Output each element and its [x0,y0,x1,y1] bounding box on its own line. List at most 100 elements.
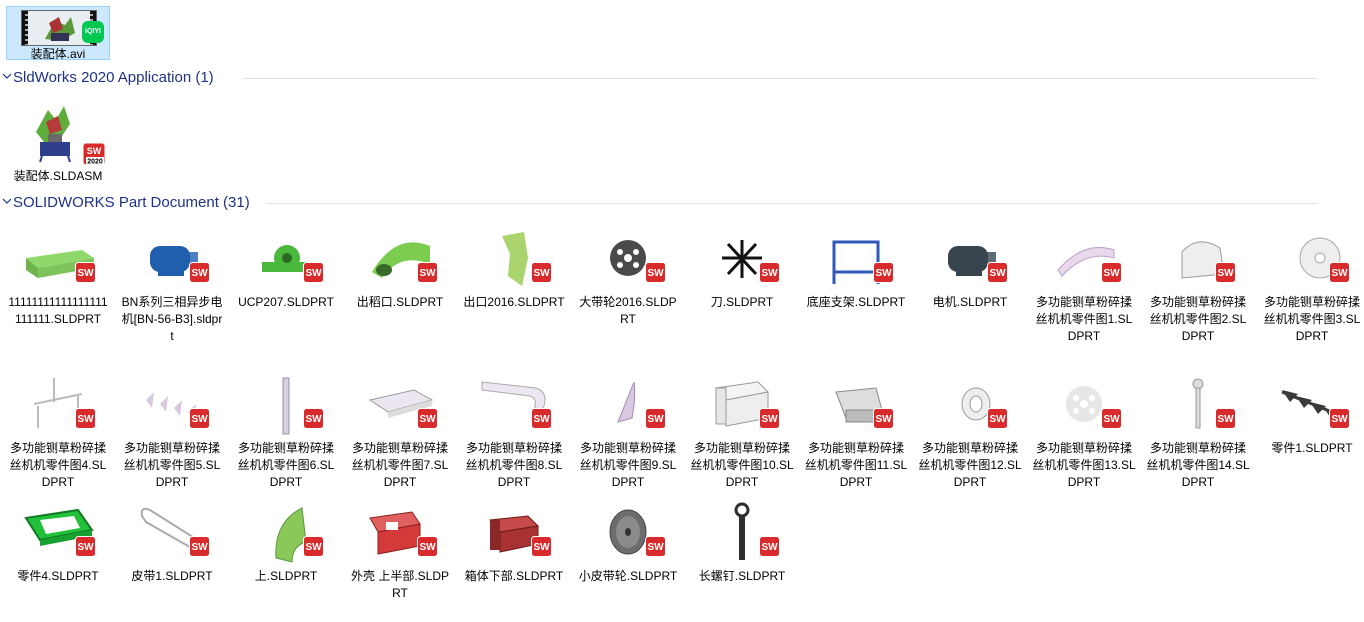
solidworks-icon: SW [1101,408,1122,429]
solidworks-icon: SW [1329,408,1350,429]
file-label: 装配体.SLDASM [13,169,103,183]
group-title: SOLIDWORKS Part Document (31) [13,194,250,211]
group-divider [242,78,1318,79]
file-label: 零件4.SLDPRT [17,569,99,583]
tray-part-icon [360,374,440,436]
file-item[interactable]: SW 多功能铡草粉碎揉丝机机零件图3.SLDPRT [1260,228,1364,346]
box-part-icon [702,374,782,436]
green-frame-icon [18,502,98,564]
file-label: 箱体下部.SLDPRT [464,569,564,583]
lower-box-icon [474,502,554,564]
svg-text:SW: SW [191,542,208,553]
svg-text:SW: SW [305,542,322,553]
file-item[interactable]: SW 长螺钉.SLDPRT [690,502,794,620]
bolt-part-icon [702,502,782,564]
motor-part-icon [132,228,212,290]
svg-text:SW: SW [647,268,664,279]
svg-text:SW: SW [77,268,94,279]
svg-text:SW: SW [1331,414,1348,425]
solidworks-icon: SW [1215,408,1236,429]
svg-text:SW: SW [1331,268,1348,279]
file-label: 多功能铡草粉碎揉丝机机零件图1.SLDPRT [1035,295,1133,343]
shaft-part-icon [246,374,326,436]
solidworks-icon: SW [189,536,210,557]
file-item[interactable]: SW 底座支架.SLDPRT [804,228,908,346]
file-label: 出口2016.SLDPRT [463,295,565,309]
solidworks-icon: SW [417,262,438,283]
file-label: 底座支架.SLDPRT [806,295,906,309]
small-pulley-icon [588,502,668,564]
curved-plate-icon [1044,228,1124,290]
group-header-part-document[interactable]: SOLIDWORKS Part Document (31) [0,193,1318,215]
group-header-application[interactable]: SldWorks 2020 Application (1) [0,68,1318,90]
solidworks-icon: SW [531,408,552,429]
solidworks-icon: SW [759,536,780,557]
solidworks-icon: SW [531,536,552,557]
file-item[interactable]: SW 上.SLDPRT [234,502,338,620]
svg-text:SW: SW [533,414,550,425]
solidworks-icon: SW [873,408,894,429]
svg-text:SW: SW [1217,268,1234,279]
solidworks-icon: SW [645,262,666,283]
solidworks-icon: SW [759,262,780,283]
file-label: 上.SLDPRT [254,569,318,583]
file-item[interactable]: SW 箱体下部.SLDPRT [462,502,566,620]
svg-text:SW: SW [77,542,94,553]
svg-text:SW: SW [533,268,550,279]
solidworks-icon: SW [303,262,324,283]
svg-text:SW: SW [989,414,1006,425]
solidworks-icon: SW [75,262,96,283]
solidworks-icon: SW [1329,262,1350,283]
solidworks-icon: SW [873,262,894,283]
svg-text:SW: SW [305,268,322,279]
file-item-selected[interactable]: iQIYI 装配体.avi [6,6,110,61]
motor-part-icon [930,228,1010,290]
svg-text:SW: SW [1103,414,1120,425]
svg-text:SW: SW [989,268,1006,279]
file-label: 多功能铡草粉碎揉丝机机零件图13.SLDPRT [1032,441,1136,489]
solidworks-icon: SW [1215,262,1236,283]
pulley-part-icon [588,228,668,290]
file-label: 多功能铡草粉碎揉丝机机零件图5.SLDPRT [123,441,221,489]
group-title: SldWorks 2020 Application (1) [13,69,214,86]
file-label: 多功能铡草粉碎揉丝机机零件图8.SLDPRT [465,441,563,489]
file-label: 装配体.avi [30,47,86,61]
group-divider [266,203,1318,204]
file-item[interactable]: SW 多功能铡草粉碎揉丝机机零件图8.SLDPRT [462,374,566,492]
file-item[interactable]: SW 多功能铡草粉碎揉丝机机零件图13.SLDPRT [1032,374,1136,492]
file-label: 多功能铡草粉碎揉丝机机零件图3.SLDPRT [1263,295,1361,343]
file-item[interactable]: SW 零件4.SLDPRT [6,502,110,620]
video-file-icon: iQIYI [21,10,104,46]
svg-text:SW: SW [419,268,436,279]
solidworks-icon: SW [759,408,780,429]
assembly-icon [18,102,98,164]
solidworks-icon: SW [645,536,666,557]
file-label: 长螺钉.SLDPRT [698,569,786,583]
file-item[interactable]: SW 出口2016.SLDPRT [462,228,566,346]
file-item[interactable]: SW 2020 装配体.SLDASM [6,102,110,220]
file-label: 多功能铡草粉碎揉丝机机零件图7.SLDPRT [351,441,449,489]
solidworks-icon: SW [189,262,210,283]
